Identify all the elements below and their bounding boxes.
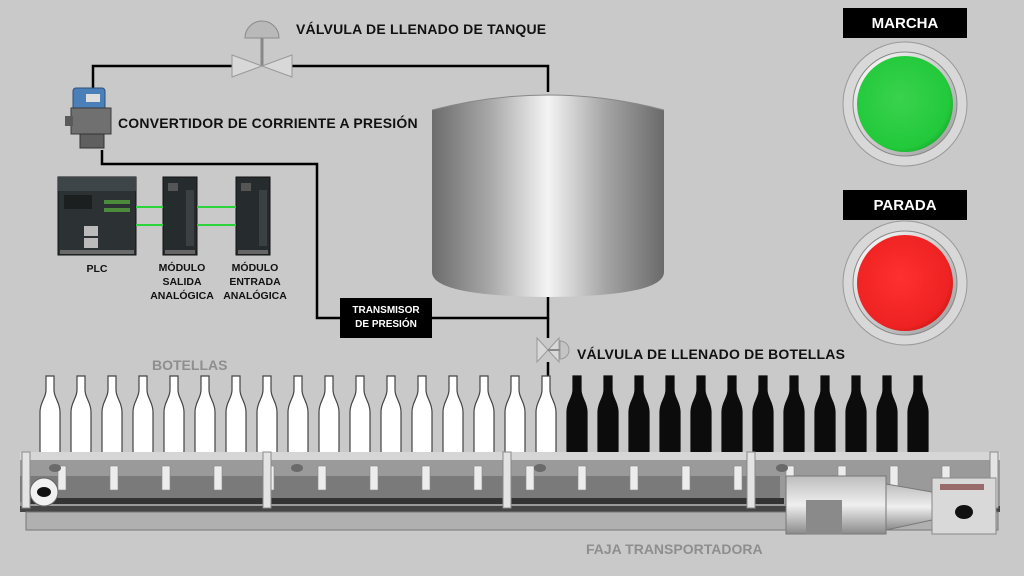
start-button-label: MARCHA xyxy=(843,8,967,38)
conveyor-slat xyxy=(57,465,67,491)
conveyor-slat xyxy=(473,465,483,491)
conveyor-slat xyxy=(109,465,119,491)
transmitter-line1: TRANSMISOR xyxy=(352,305,420,316)
conveyor-label: FAJA TRANSPORTADORA xyxy=(586,541,763,557)
empty-bottle xyxy=(70,375,92,455)
empty-bottle xyxy=(411,375,433,455)
input-module-icon xyxy=(235,176,271,256)
stop-button-label: PARADA xyxy=(843,190,967,220)
empty-bottle xyxy=(256,375,278,455)
empty-bottle xyxy=(318,375,340,455)
filled-bottle xyxy=(659,375,681,455)
bottles-label: BOTELLAS xyxy=(152,357,228,373)
filled-bottle xyxy=(690,375,712,455)
empty-bottle xyxy=(535,375,557,455)
filled-bottle xyxy=(907,375,929,455)
pressure-transmitter[interactable]: TRANSMISOR DE PRESIÓN xyxy=(340,298,432,338)
empty-bottle xyxy=(473,375,495,455)
converter-label: CONVERTIDOR DE CORRIENTE A PRESIÓN xyxy=(118,115,418,131)
empty-bottle xyxy=(287,375,309,455)
input-module-label: MÓDULO ENTRADA ANALÓGICA xyxy=(221,261,289,303)
output-module-icon xyxy=(162,176,198,256)
filled-bottle xyxy=(783,375,805,455)
conveyor-slat xyxy=(161,465,171,491)
conveyor-slat xyxy=(213,465,223,491)
bottle-row xyxy=(39,375,929,455)
filled-bottle xyxy=(845,375,867,455)
output-module-line1: MÓDULO xyxy=(158,262,206,274)
stop-button[interactable] xyxy=(842,220,968,346)
conveyor-slat xyxy=(733,465,743,491)
output-module-line3: ANALÓGICA xyxy=(150,290,214,302)
conveyor-slat xyxy=(577,465,587,491)
input-module-line3: ANALÓGICA xyxy=(223,290,287,302)
conveyor-slat xyxy=(629,465,639,491)
plc-label: PLC xyxy=(86,263,108,275)
input-module-line2: ENTRADA xyxy=(229,276,281,288)
empty-bottle xyxy=(101,375,123,455)
output-module-label: MÓDULO SALIDA ANALÓGICA xyxy=(148,261,216,303)
empty-bottle xyxy=(504,375,526,455)
conveyor-slat xyxy=(317,465,327,491)
empty-bottle xyxy=(163,375,185,455)
input-module-line1: MÓDULO xyxy=(231,262,279,274)
filled-bottle xyxy=(752,375,774,455)
tank xyxy=(431,94,665,297)
empty-bottle xyxy=(39,375,61,455)
output-module-line2: SALIDA xyxy=(162,276,202,288)
piping xyxy=(91,64,550,378)
filled-bottle xyxy=(597,375,619,455)
filled-bottle xyxy=(876,375,898,455)
conveyor-slat xyxy=(369,465,379,491)
plc-icon xyxy=(57,176,137,256)
empty-bottle xyxy=(349,375,371,455)
filled-bottle xyxy=(628,375,650,455)
empty-bottle xyxy=(194,375,216,455)
tank-valve-label: VÁLVULA DE LLENADO DE TANQUE xyxy=(296,21,547,37)
filled-bottle xyxy=(814,375,836,455)
conveyor-motor xyxy=(785,475,997,535)
transmitter-line2: DE PRESIÓN xyxy=(355,319,417,330)
filled-bottle xyxy=(566,375,588,455)
tank-valve-icon[interactable] xyxy=(231,20,293,78)
conveyor-slat xyxy=(421,465,431,491)
module-links xyxy=(136,206,236,226)
conveyor-slat xyxy=(525,465,535,491)
bottle-valve-icon[interactable] xyxy=(536,336,570,364)
empty-bottle xyxy=(380,375,402,455)
start-button[interactable] xyxy=(842,41,968,167)
empty-bottle xyxy=(132,375,154,455)
converter-icon xyxy=(65,87,112,149)
empty-bottle xyxy=(442,375,464,455)
conveyor-slat xyxy=(681,465,691,491)
empty-bottle xyxy=(225,375,247,455)
filled-bottle xyxy=(721,375,743,455)
bottle-valve-label: VÁLVULA DE LLENADO DE BOTELLAS xyxy=(577,346,846,362)
